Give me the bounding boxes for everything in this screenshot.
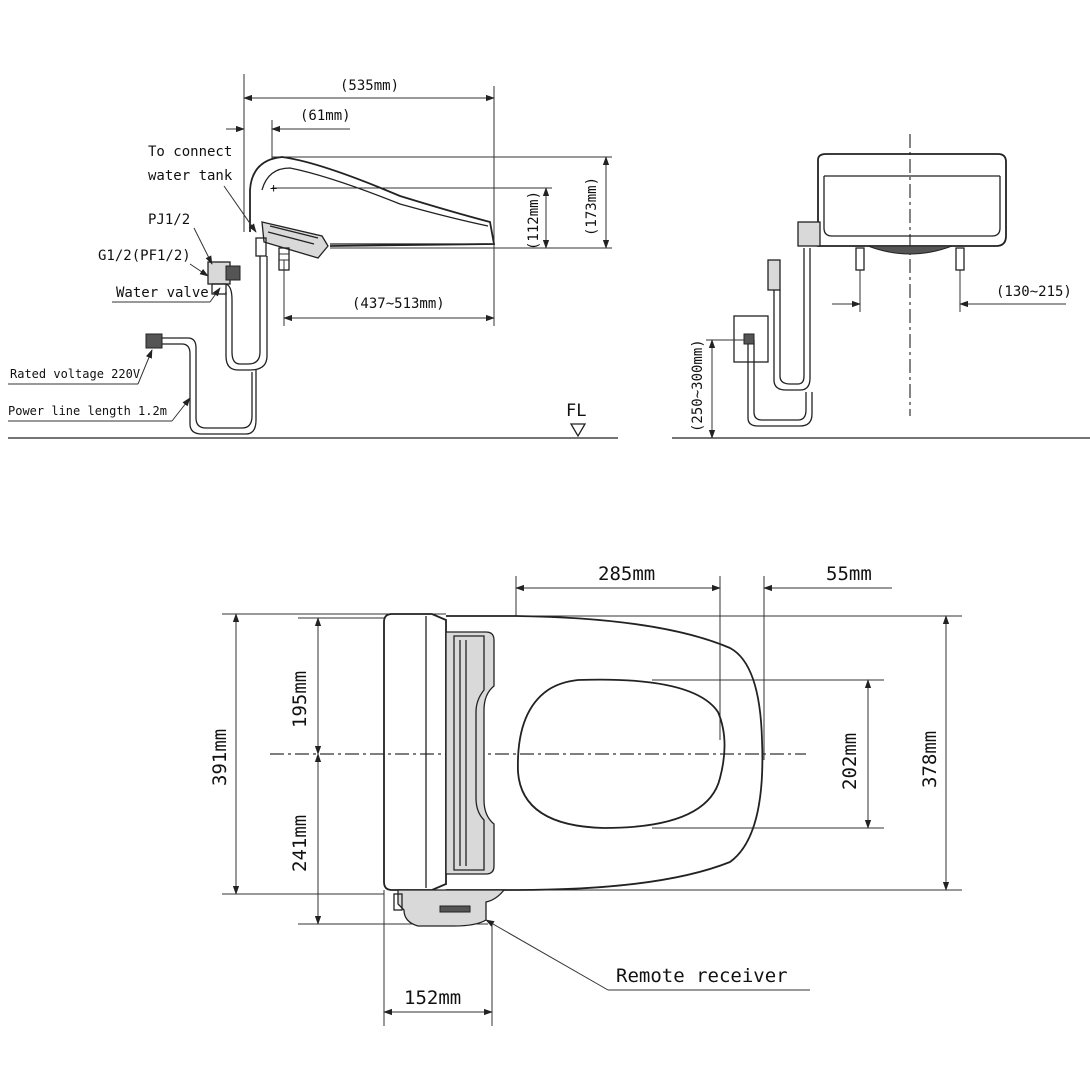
rear-hose <box>773 248 811 391</box>
mount-bolt <box>255 237 267 257</box>
seat-outline <box>446 615 764 891</box>
label-remote-receiver: Remote receiver <box>616 965 788 987</box>
svg-text:+: + <box>270 181 277 195</box>
water-hose <box>225 256 261 365</box>
floor-level-marker <box>569 423 587 438</box>
mount-bolt-2 <box>278 247 290 271</box>
rear-tank-body <box>817 153 1007 247</box>
rear-bolt-right <box>955 247 965 271</box>
dim-upper-half: 195mm <box>289 671 311 728</box>
wall-outlet <box>733 315 769 363</box>
hinge-block <box>261 221 329 259</box>
label-pj: PJ1/2 <box>148 212 190 228</box>
rear-power-cord <box>747 340 813 427</box>
seat-opening <box>517 678 726 829</box>
dim-lower-half: 241mm <box>289 815 311 872</box>
dim-seat-width: 378mm <box>919 731 941 788</box>
dim-tank-depth: 152mm <box>404 987 461 1009</box>
label-connect-1: To connect <box>148 144 232 160</box>
dim-height-total: (173mm) <box>584 177 600 236</box>
dim-front-offset: (61mm) <box>300 108 351 124</box>
top-view: 285mm 55mm 391mm 195mm 241mm 202mm 378mm… <box>209 563 962 1026</box>
dim-overall-width: 391mm <box>209 729 231 786</box>
dim-opening-width: 202mm <box>839 733 861 790</box>
rear-bolt-left <box>855 247 865 271</box>
dim-height-seat: (112mm) <box>526 191 542 250</box>
side-view: FL (535mm) (61mm) (173mm) (112mm) (437~5… <box>8 74 618 439</box>
dim-overall-length: (535mm) <box>340 78 399 94</box>
dim-hole-offset: 55mm <box>826 563 872 585</box>
dim-mount-range: (437~513mm) <box>352 296 445 312</box>
power-plug <box>145 333 163 349</box>
top-hinge-bar <box>445 631 495 875</box>
rear-hinge <box>797 221 821 247</box>
seat-profile <box>249 156 496 247</box>
dim-bolt-spacing: (130~215) <box>996 284 1072 300</box>
label-power-line: Power line length 1.2m <box>8 404 167 418</box>
rear-valve <box>767 259 781 291</box>
dim-outlet-height: (250~300mm) <box>690 339 706 432</box>
label-water-valve: Water valve <box>116 285 209 301</box>
label-rated-voltage: Rated voltage 220V <box>10 367 140 381</box>
top-tank-body <box>383 613 447 891</box>
rear-view: (130~215) (250~300mm) <box>672 134 1090 439</box>
dim-hinge-to-hole: 285mm <box>598 563 655 585</box>
label-connect-2: water tank <box>148 168 233 184</box>
label-g-thread: G1/2(PF1/2) <box>98 248 191 264</box>
power-cord <box>150 337 253 429</box>
floor-level-label: FL <box>566 401 586 421</box>
